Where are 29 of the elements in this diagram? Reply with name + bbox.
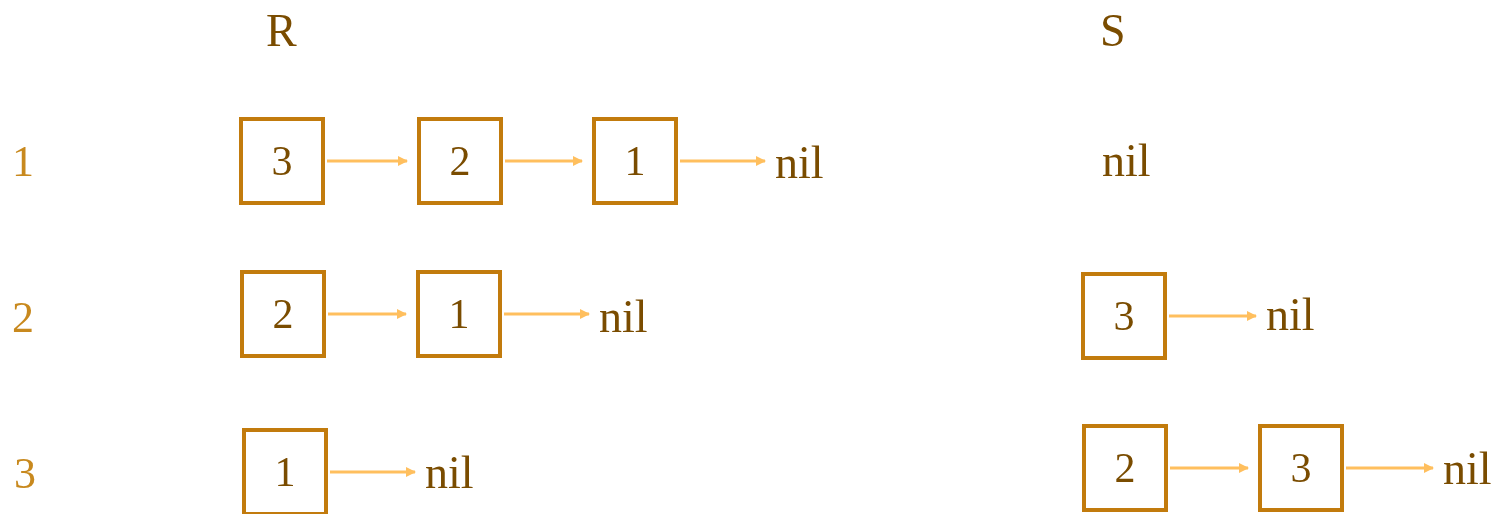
arrow (328, 309, 407, 319)
text-label: S (1100, 8, 1126, 54)
nil-text: nil (1266, 286, 1315, 342)
list-node-box: 1 (592, 117, 678, 205)
nil-text: nil (425, 444, 474, 500)
list-node-box: 3 (1258, 424, 1344, 512)
list-node-box: 2 (1082, 424, 1168, 512)
arrow (1170, 463, 1249, 473)
nil-text: nil (599, 288, 648, 344)
arrow (330, 467, 416, 477)
nil-text: nil (775, 134, 824, 190)
list-node-box: 1 (416, 270, 502, 358)
arrow (505, 156, 583, 166)
list-node-box: 2 (417, 117, 503, 205)
row-number: 3 (14, 452, 36, 496)
row-number: 2 (12, 296, 34, 340)
arrow (1346, 463, 1434, 473)
arrow (680, 156, 766, 166)
list-node-box: 3 (239, 117, 325, 205)
arrow (504, 309, 590, 319)
list-node-box: 3 (1081, 272, 1167, 360)
list-node-box: 1 (242, 428, 328, 514)
text-label: nil (1102, 138, 1151, 184)
arrow (327, 156, 408, 166)
nil-text: nil (1443, 440, 1492, 496)
list-node-box: 2 (240, 270, 326, 358)
arrow (1169, 311, 1257, 321)
row-number: 1 (12, 140, 34, 184)
text-label: R (266, 8, 297, 54)
